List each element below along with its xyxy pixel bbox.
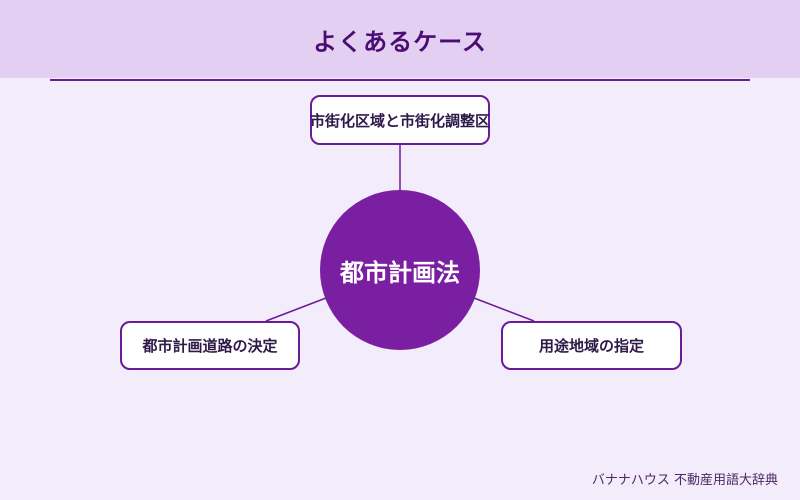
connector-left: [265, 297, 327, 322]
connector-right: [473, 297, 535, 322]
node-label: 市街化区域と市街化調整区: [310, 111, 491, 130]
footer-credit: バナナハウス 不動産用語大辞典: [591, 473, 778, 488]
header-bar: よくあるケース: [0, 0, 800, 78]
node-zoning-designation: 用途地域の指定: [501, 321, 682, 370]
center-node-label: 都市計画法: [340, 258, 460, 287]
title-divider: [50, 79, 750, 81]
node-label: 用途地域の指定: [538, 337, 644, 355]
node-urbanization-areas: 市街化区域と市街化調整区: [310, 95, 490, 145]
center-node-city-planning-act: 都市計画法: [320, 190, 480, 350]
page-title: よくあるケース: [313, 27, 487, 56]
node-urban-planning-roads: 都市計画道路の決定: [120, 321, 300, 370]
node-label: 都市計画道路の決定: [142, 337, 278, 355]
